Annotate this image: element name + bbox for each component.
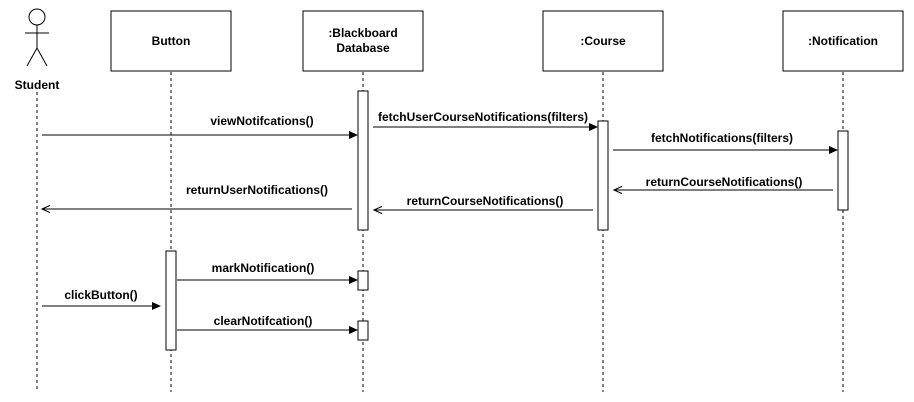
course-activation <box>597 120 609 231</box>
return-course-notifications-label-2: returnCourseNotifications() <box>407 194 564 208</box>
notification-participant-label: :Notification <box>808 34 878 48</box>
button-activation <box>165 250 177 351</box>
course-participant-box <box>542 10 664 72</box>
student-actor-icon <box>25 8 49 67</box>
database-activation-clear <box>357 320 369 341</box>
course-participant-label: :Course <box>580 34 626 48</box>
database-activation-mark <box>357 270 369 291</box>
database-participant-label-line1: :Blackboard <box>328 26 397 40</box>
clear-notification-label: clearNotifcation() <box>214 314 313 328</box>
button-participant-box <box>110 10 232 72</box>
fetch-user-course-notifications-label: fetchUserCourseNotifications(filters) <box>378 110 588 124</box>
click-button-label: clickButton() <box>64 288 137 302</box>
database-participant-label-line2: Database <box>336 41 390 55</box>
notification-participant-box <box>782 10 904 72</box>
database-participant-box <box>302 10 424 72</box>
student-label: Student <box>15 78 60 92</box>
return-user-notifications-label: returnUserNotifications() <box>186 183 328 197</box>
fetch-notifications-label: fetchNotifications(filters) <box>651 131 793 145</box>
mark-notification-label: markNotification() <box>212 261 315 275</box>
notification-activation <box>837 130 849 211</box>
button-participant-label: Button <box>152 34 191 48</box>
return-course-notifications-label-1: returnCourseNotifications() <box>646 175 803 189</box>
view-notifications-label: viewNotifcations() <box>210 114 313 128</box>
database-activation-main <box>357 90 369 231</box>
